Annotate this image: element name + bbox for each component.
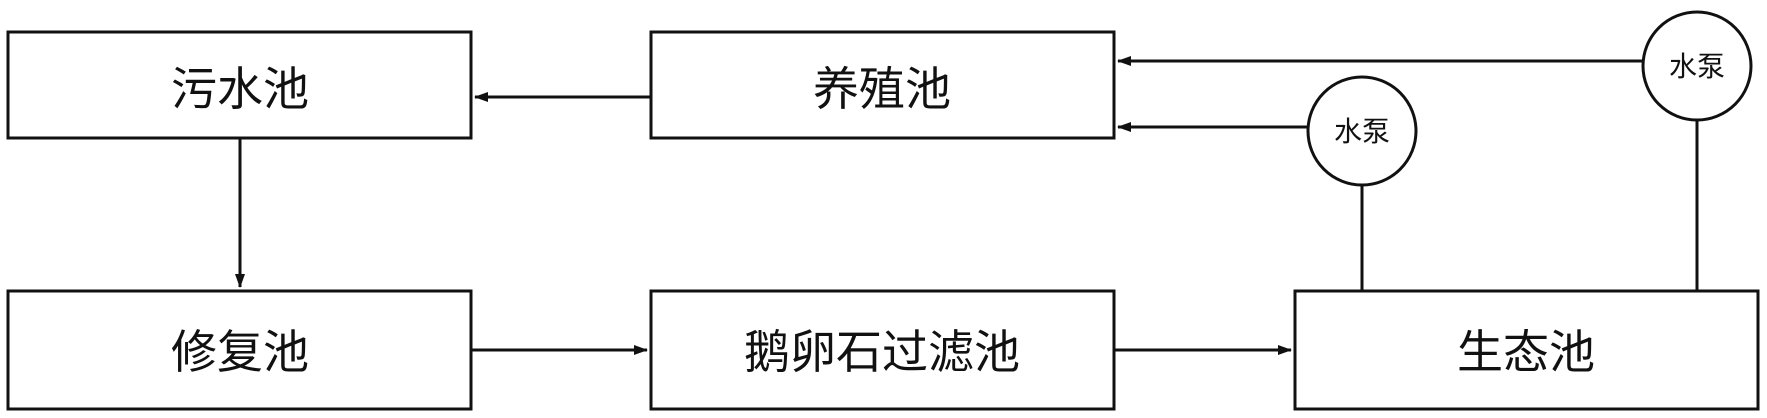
pump-right: 水泵	[1641, 10, 1753, 122]
node-breeding-pool: 养殖池	[649, 30, 1116, 140]
node-breeding-pool-label: 养殖池	[813, 62, 951, 116]
pump-middle: 水泵	[1306, 75, 1418, 187]
node-sewage-pool-label: 污水池	[171, 62, 309, 116]
node-pebble-filter-pool: 鹅卵石过滤池	[649, 289, 1116, 411]
pump-right-label: 水泵	[1669, 50, 1725, 83]
node-pebble-filter-pool-label: 鹅卵石过滤池	[744, 325, 1020, 379]
node-ecological-pool: 生态池	[1293, 289, 1760, 411]
node-repair-pool: 修复池	[6, 289, 473, 411]
node-sewage-pool: 污水池	[6, 30, 473, 140]
pump-middle-label: 水泵	[1334, 115, 1390, 148]
node-repair-pool-label: 修复池	[171, 325, 309, 379]
node-ecological-pool-label: 生态池	[1457, 325, 1595, 379]
